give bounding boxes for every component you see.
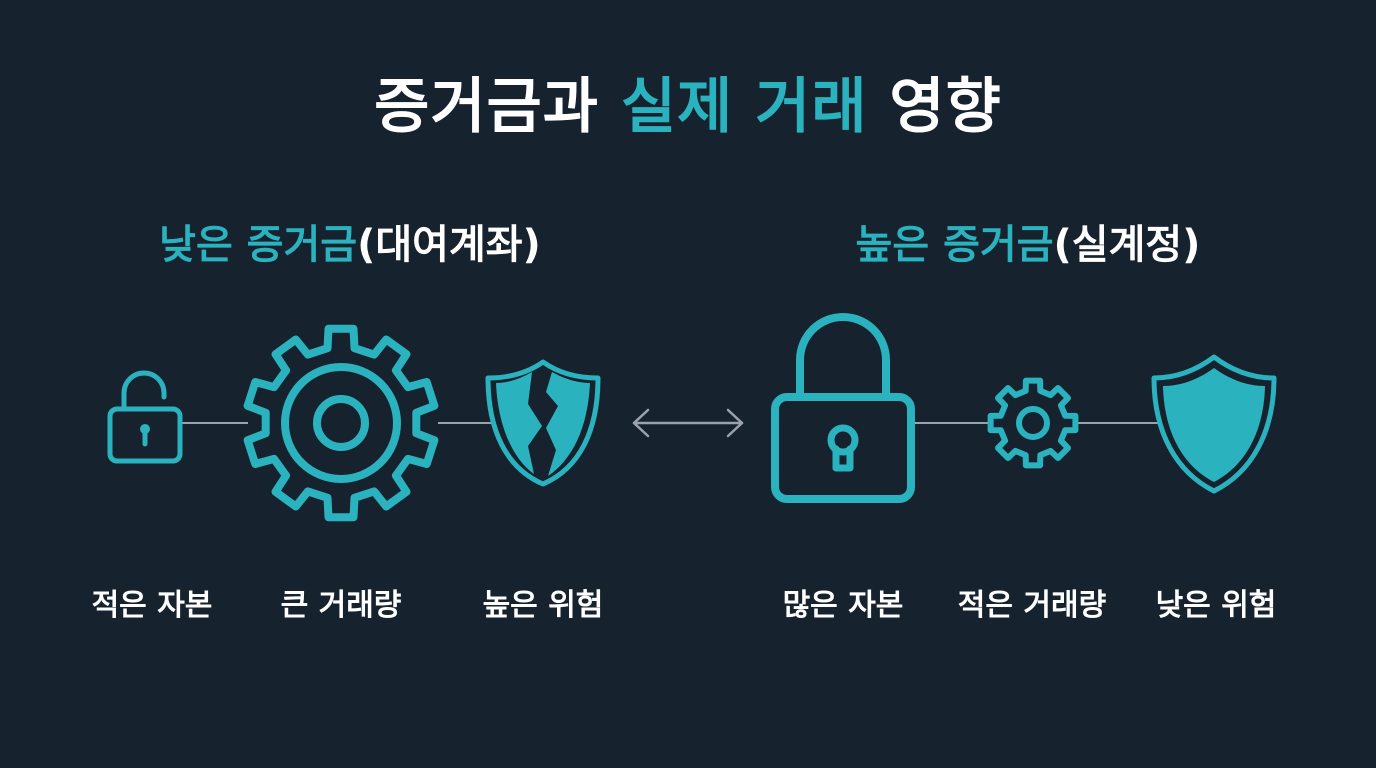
right-heading-accent: 높은 증거금 [855,222,1054,268]
right-label-2: 적은 거래량 [957,588,1107,623]
left-label-2: 큰 거래량 [280,588,402,623]
large-gear-icon [243,324,439,522]
title-part-3: 영향 [867,72,1002,142]
title-part-1: 증거금과 [374,72,621,142]
title-part-2-accent: 실제 거래 [620,72,868,142]
double-arrow-icon [632,408,744,438]
small-gear-icon [987,377,1079,469]
left-panel-heading: 낮은 증거금(대여계좌) [70,212,630,270]
locked-padlock-icon [771,313,915,503]
right-heading-plain: (실계정) [1053,222,1201,268]
right-label-1: 많은 자본 [782,588,904,623]
page-title: 증거금과 실제 거래 영향 [0,58,1376,145]
left-label-1: 적은 자본 [91,588,213,623]
left-heading-accent: 낮은 증거금 [159,222,358,268]
unlocked-padlock-icon [107,370,183,464]
broken-shield-icon [485,359,601,487]
solid-shield-icon [1151,354,1277,494]
left-label-3: 높은 위험 [482,588,604,623]
left-heading-plain: (대여계좌) [357,222,541,268]
right-panel-heading: 높은 증거금(실계정) [748,212,1308,270]
right-label-3: 낮은 위험 [1155,588,1277,623]
